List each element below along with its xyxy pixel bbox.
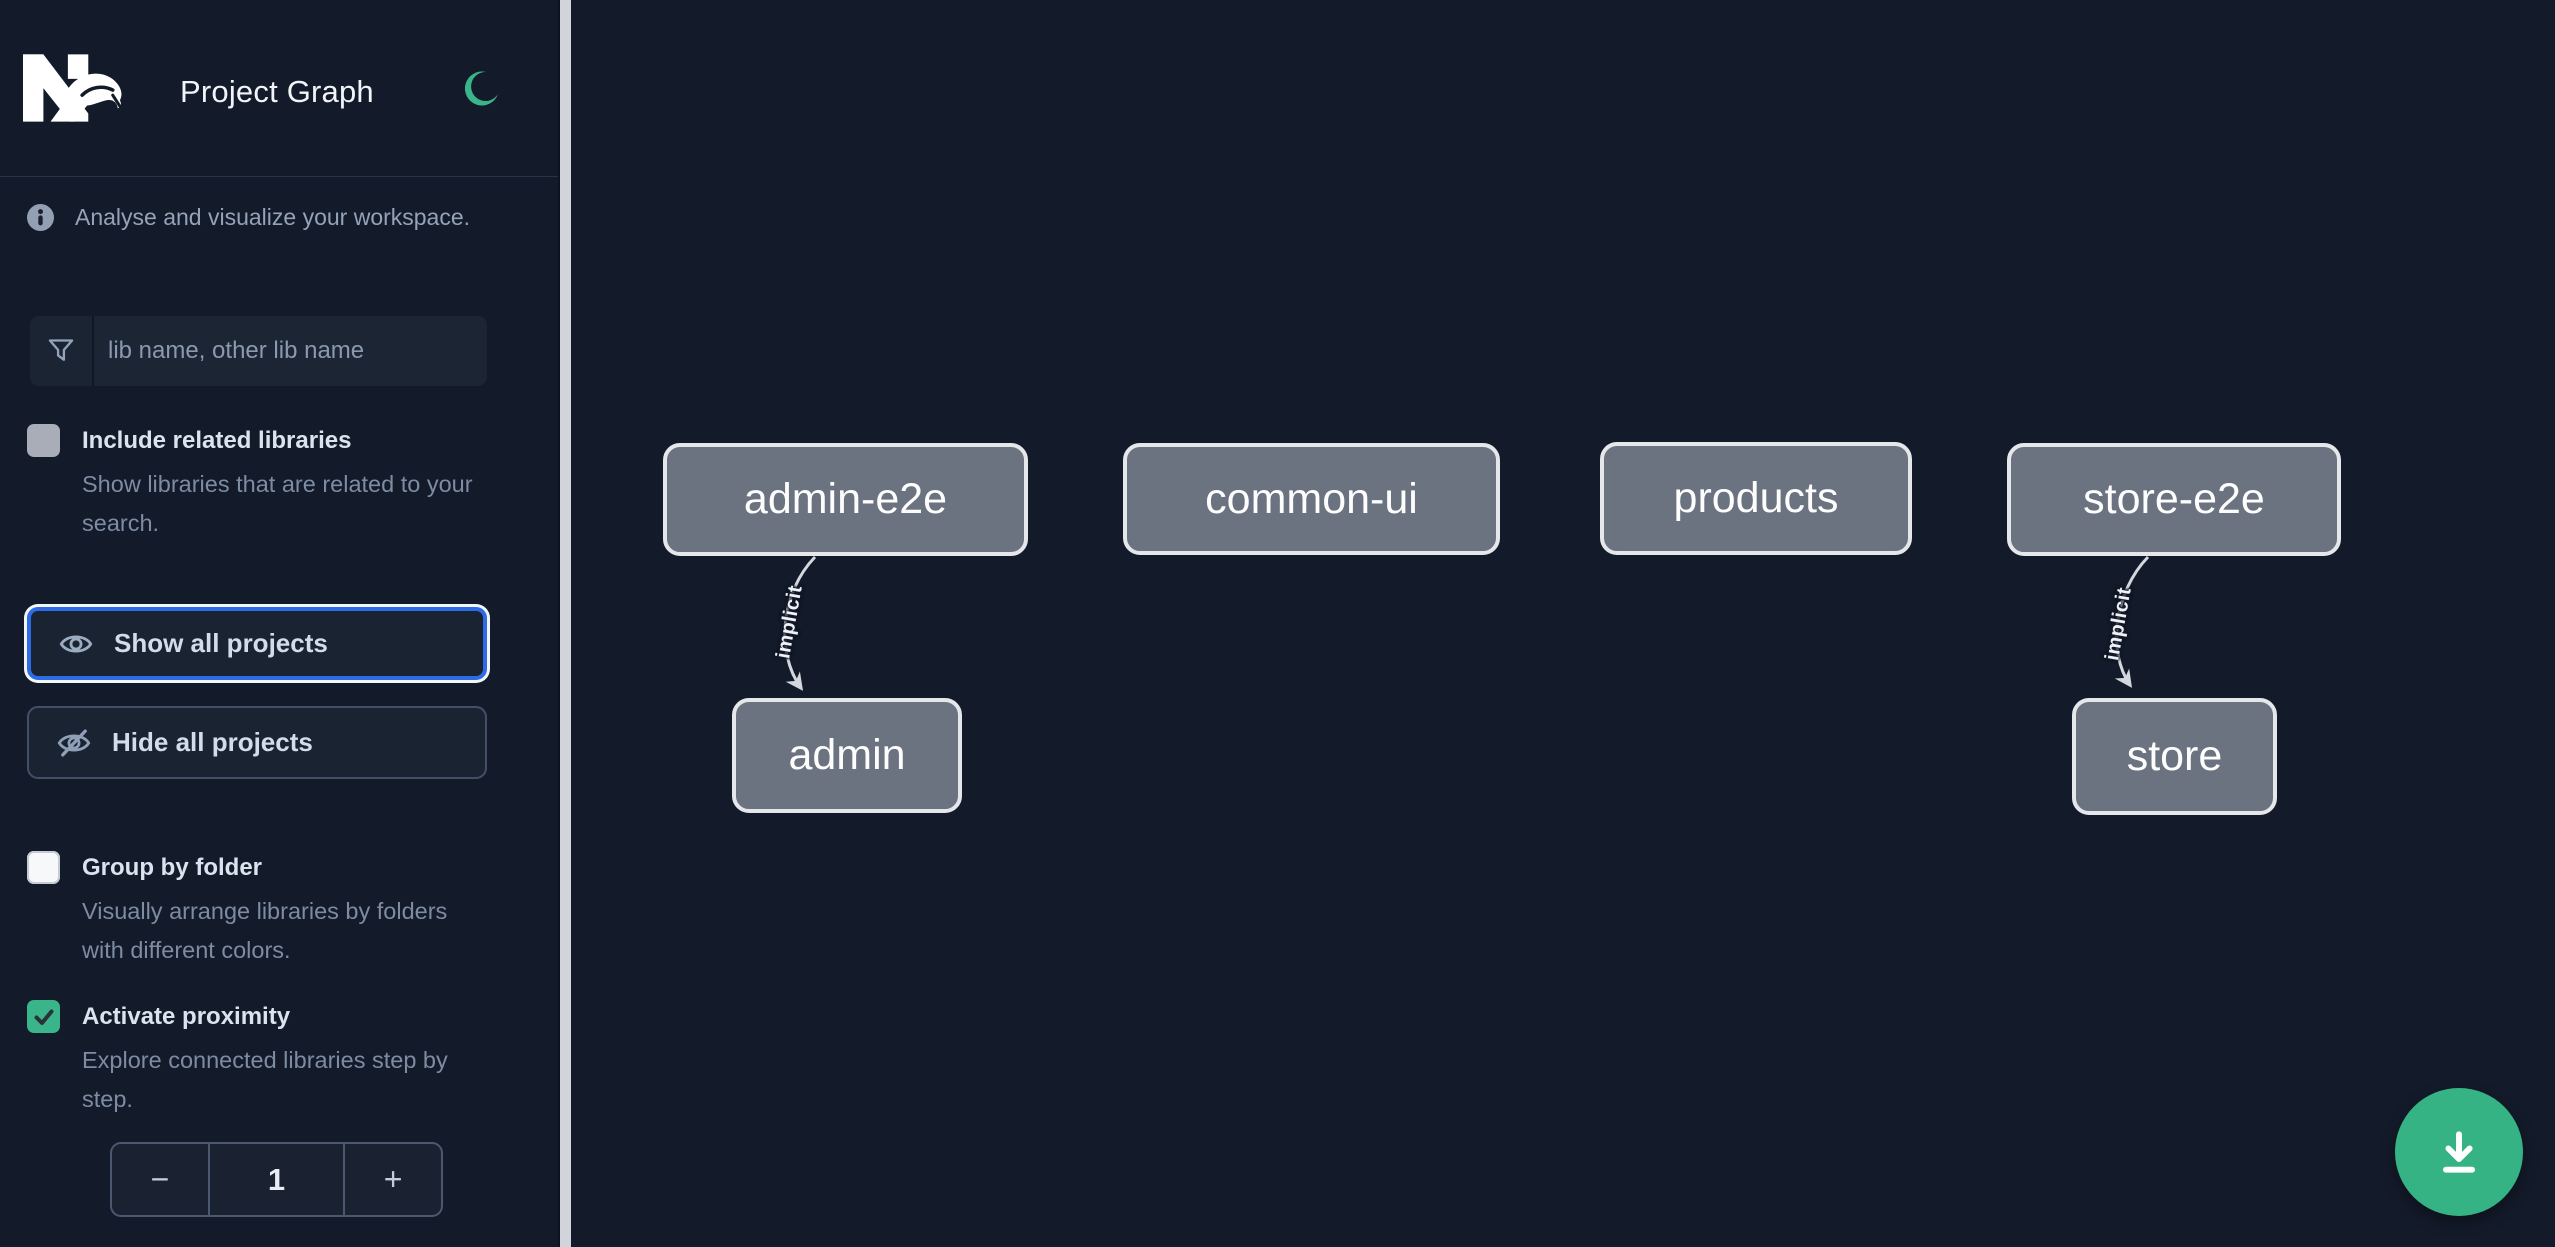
activate-proximity-label[interactable]: Activate proximity: [82, 1002, 291, 1030]
download-icon: [2443, 1131, 2475, 1173]
show-all-projects-button[interactable]: Show all projects: [27, 607, 487, 680]
depth-value: 1: [207, 1144, 346, 1215]
search-bar: [30, 316, 487, 386]
graph-edges: [783, 555, 2150, 691]
activate-proximity-description: Explore connected libraries step by step…: [82, 1047, 448, 1112]
group-by-folder-label[interactable]: Group by folder: [82, 853, 262, 881]
proximity-depth-stepper: − 1 +: [110, 1142, 443, 1217]
toggle-group-by-folder: Group by folder Visually arrange librari…: [27, 851, 527, 970]
filter-icon-cell: [30, 316, 94, 386]
edge-label-implicit: implicit: [772, 583, 807, 661]
eye-off-icon: [57, 728, 91, 757]
filter-funnel-icon: [48, 339, 74, 361]
info-icon: [27, 204, 54, 231]
toggle-include-related: Include related libraries Show libraries…: [27, 424, 527, 543]
node-products[interactable]: products: [1600, 442, 1912, 555]
show-all-projects-label: Show all projects: [114, 628, 328, 658]
increment-button[interactable]: +: [383, 1161, 403, 1197]
group-by-folder-checkbox[interactable]: [27, 851, 60, 884]
group-by-folder-description: Visually arrange libraries by folders wi…: [82, 898, 448, 963]
check-icon: [34, 1009, 53, 1025]
theme-toggle-moon-icon[interactable]: [458, 68, 502, 112]
app-title: Project Graph: [180, 74, 374, 109]
edge-label-implicit: implicit: [2101, 585, 2136, 663]
node-store-e2e[interactable]: store-e2e: [2007, 443, 2341, 556]
node-store[interactable]: store: [2072, 698, 2277, 815]
node-common-ui[interactable]: common-ui: [1123, 443, 1500, 555]
sidebar-resize-handle[interactable]: [558, 0, 571, 1247]
hide-all-projects-button[interactable]: Hide all projects: [27, 706, 487, 779]
sidebar-header: Project Graph: [0, 0, 558, 177]
include-related-checkbox[interactable]: [27, 424, 60, 457]
eye-icon: [59, 634, 93, 653]
include-related-description: Show libraries that are related to your …: [82, 471, 473, 536]
toggle-activate-proximity: Activate proximity Explore connected lib…: [27, 1000, 527, 1119]
node-admin-e2e[interactable]: admin-e2e: [663, 443, 1028, 556]
search-input[interactable]: [94, 316, 487, 386]
activate-proximity-checkbox[interactable]: [27, 1000, 60, 1033]
graph-canvas[interactable]: implicit implicit admin-e2e common-ui pr…: [571, 0, 2555, 1247]
node-admin[interactable]: admin: [732, 698, 962, 813]
sidebar: Project Graph Analyse and visualize your…: [0, 0, 558, 1247]
include-related-label[interactable]: Include related libraries: [82, 426, 352, 454]
nx-logo-icon: [23, 54, 122, 122]
hide-all-projects-label: Hide all projects: [112, 727, 313, 757]
decrement-button[interactable]: −: [150, 1161, 170, 1197]
tagline-text: Analyse and visualize your workspace.: [75, 204, 471, 230]
download-graph-button[interactable]: [2395, 1088, 2523, 1216]
tagline-row: Analyse and visualize your workspace.: [27, 204, 470, 231]
